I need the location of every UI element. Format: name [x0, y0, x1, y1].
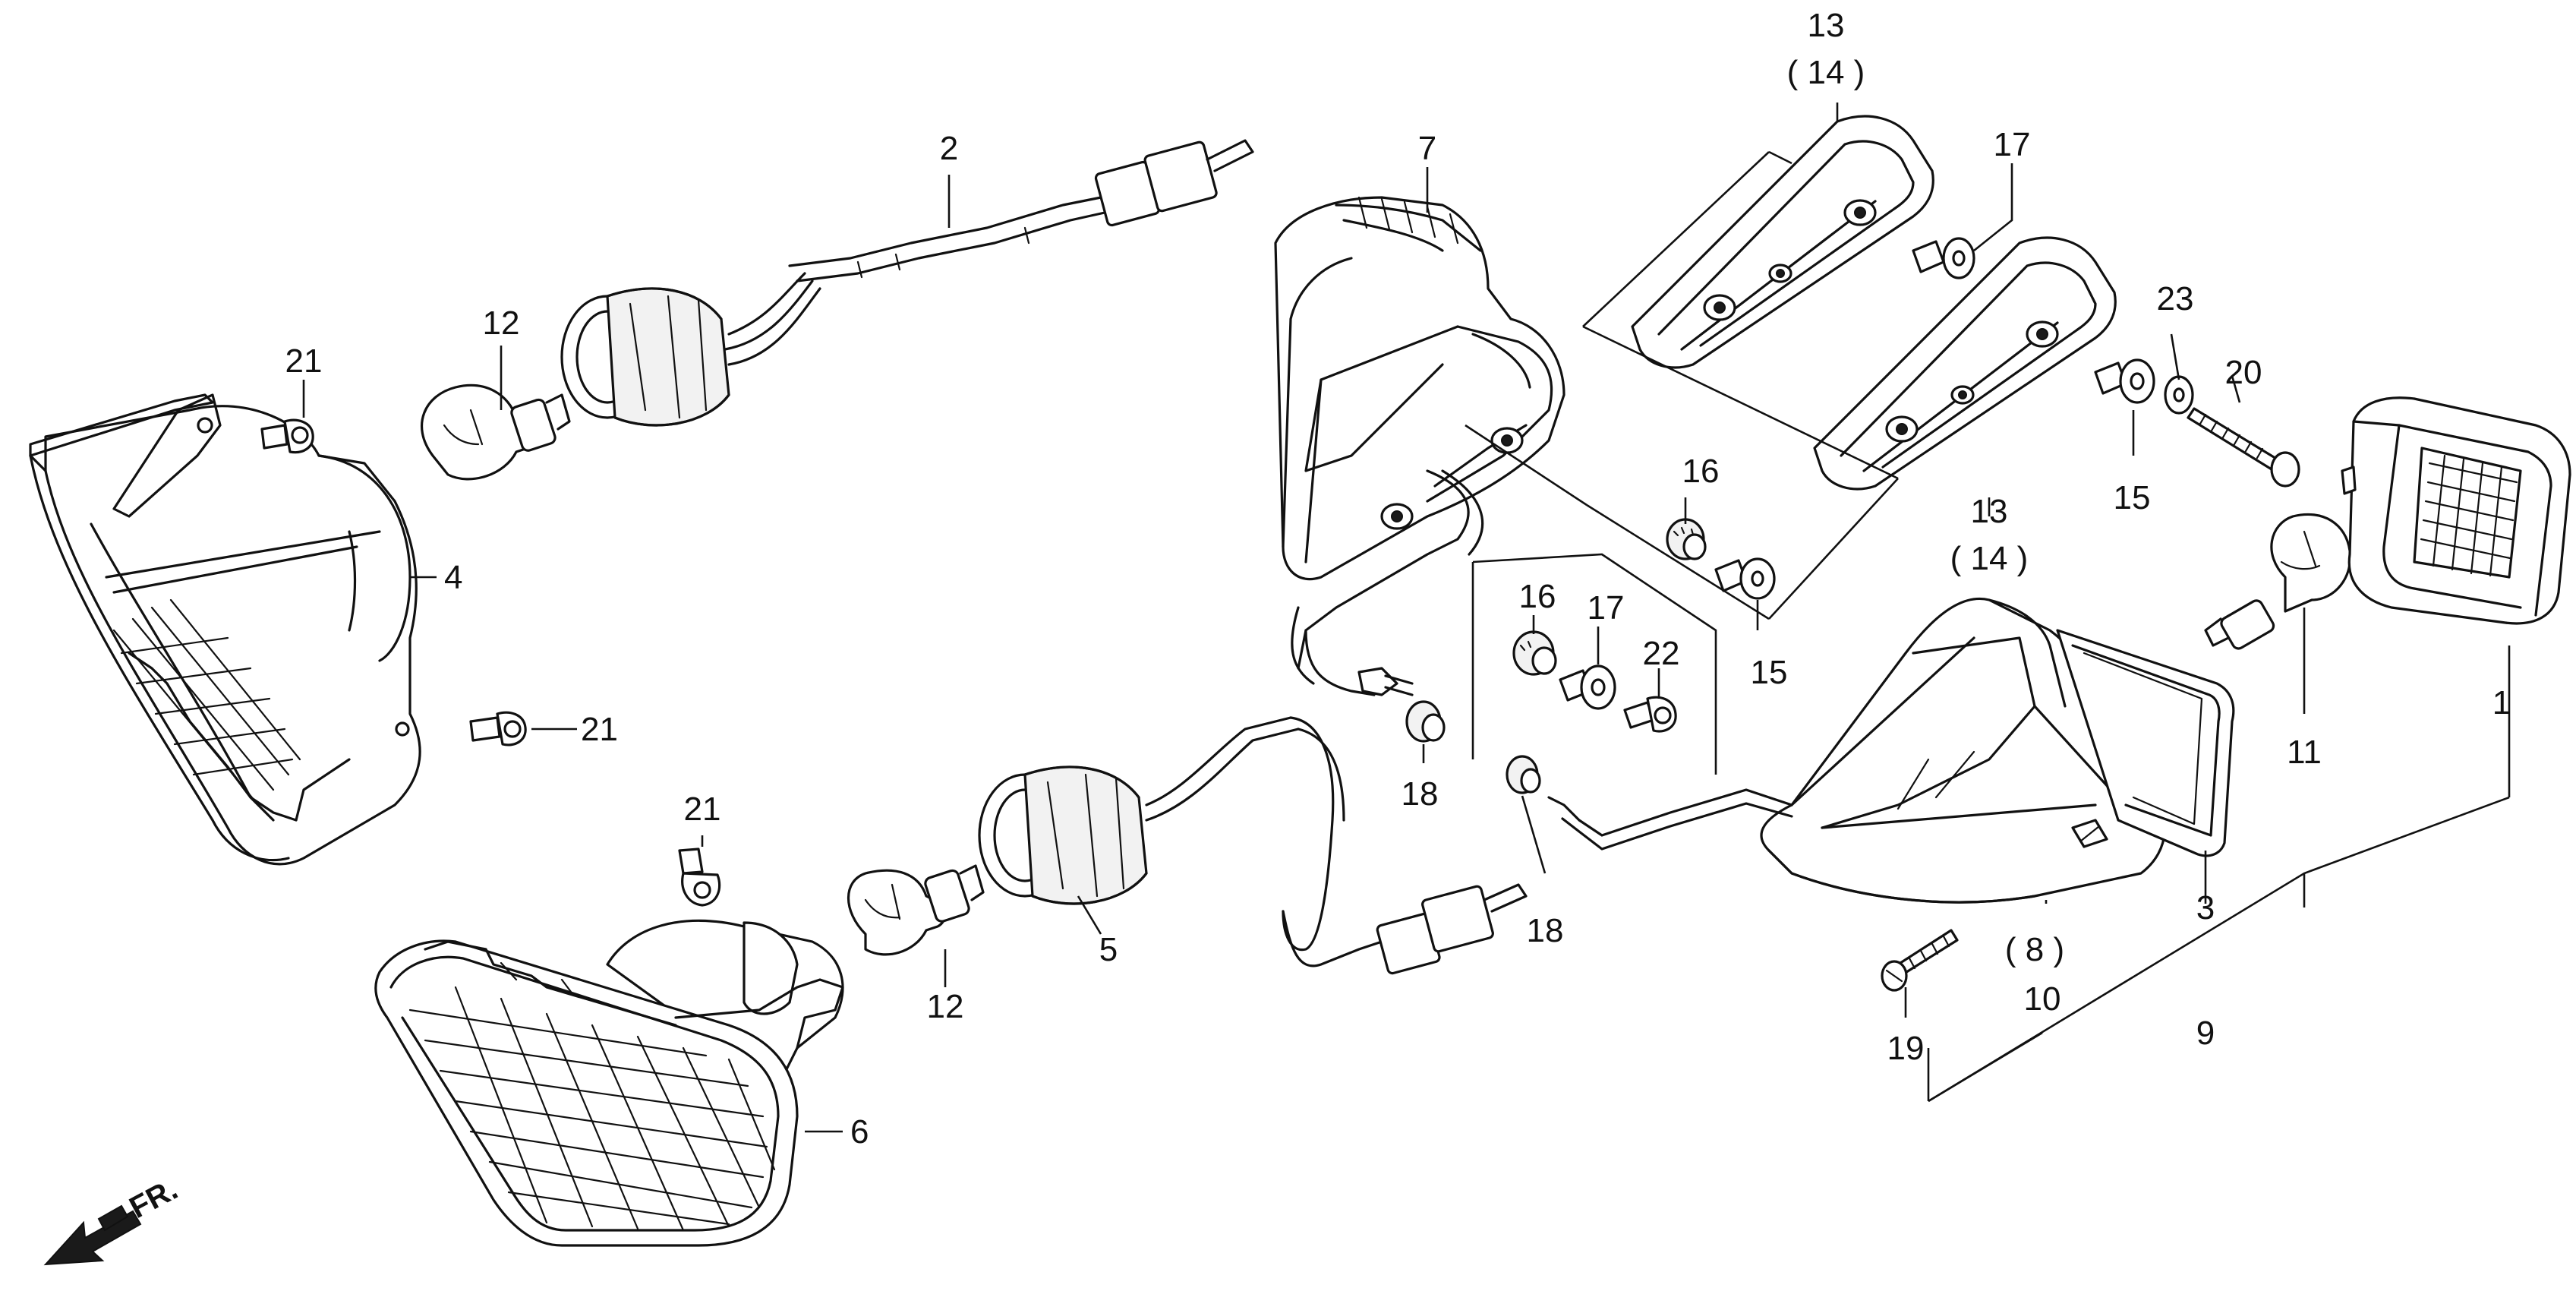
bolt-20 — [2187, 407, 2300, 488]
socket-harness-lower — [978, 716, 1528, 975]
callout-8: ( 8 ) — [2005, 931, 2064, 968]
callout-20: 20 — [2225, 354, 2262, 391]
callout-12-lower: 12 — [927, 988, 964, 1025]
grommet-16-center — [1666, 518, 1707, 560]
bulb-lower — [847, 864, 985, 956]
reflector-13-lower — [1813, 236, 2117, 491]
bulb-tail — [2204, 513, 2352, 650]
group-outline-assembly — [1927, 646, 2511, 1103]
screw-22 — [1623, 696, 1677, 733]
leader-lines — [302, 103, 2306, 1133]
callout-10: 10 — [2024, 980, 2061, 1018]
collar-17-lower — [1559, 664, 1616, 710]
collar-17-upper — [1912, 237, 1975, 279]
screw-21-middle — [469, 711, 527, 747]
reflector-13-upper — [1631, 115, 1934, 369]
callout-2: 2 — [940, 130, 958, 167]
front-winker-housing-left — [29, 393, 421, 866]
callout-22: 22 — [1643, 635, 1680, 672]
callout-6: 6 — [850, 1113, 869, 1151]
callout-9: 9 — [2196, 1015, 2215, 1052]
callout-7: 7 — [1418, 130, 1436, 167]
front-direction-arrow: FR. — [43, 1173, 183, 1266]
front-winker-lens-lower — [374, 919, 844, 1247]
callout-17-upper: 17 — [1994, 126, 2031, 163]
callout-4: 4 — [444, 559, 462, 596]
callout-14-lower: ( 14 ) — [1950, 540, 2029, 577]
grommet-18-left — [1405, 700, 1446, 743]
callout-1: 1 — [2492, 684, 2511, 721]
callout-12-upper: 12 — [483, 305, 520, 342]
callout-18-right: 18 — [1527, 912, 1564, 949]
callout-15-right: 15 — [2114, 479, 2151, 516]
callouts: 2 12 21 4 21 21 6 12 5 7 13 ( 14 ) 17 23… — [285, 7, 2511, 1151]
callout-16-upper: 16 — [1682, 453, 1720, 490]
callout-19: 19 — [1887, 1030, 1925, 1067]
screw-19 — [1881, 929, 1959, 992]
group-outline-hardware — [1471, 553, 1717, 775]
screw-21-lower — [678, 848, 721, 907]
callout-11: 11 — [2287, 734, 2322, 771]
callout-14-upper: ( 14 ) — [1787, 54, 1865, 91]
callout-5: 5 — [1099, 931, 1118, 968]
callout-15-center: 15 — [1751, 654, 1788, 691]
bulb-upper — [420, 384, 571, 481]
callout-3: 3 — [2196, 889, 2215, 926]
socket-harness-upper — [560, 139, 1254, 427]
tail-light-unit — [2341, 396, 2571, 625]
callout-18-left: 18 — [1402, 775, 1439, 813]
callout-13-upper: 13 — [1808, 7, 1845, 44]
collar-15-center — [1714, 557, 1776, 600]
callout-23: 23 — [2157, 280, 2194, 317]
callout-17-lower: 17 — [1588, 589, 1625, 627]
callout-21-lower: 21 — [684, 791, 721, 828]
callout-21-middle: 21 — [581, 711, 618, 748]
screw-21-upper — [260, 418, 314, 454]
rear-winker-housing-center — [1274, 196, 1565, 696]
washer-23 — [2164, 375, 2194, 415]
group-outline-reflectors — [1465, 150, 1899, 620]
grommet-18-right — [1506, 755, 1541, 794]
callout-21-upper: 21 — [285, 342, 323, 380]
callout-16-lower: 16 — [1519, 578, 1556, 615]
collar-15-right — [2094, 358, 2155, 404]
callout-13-lower: 13 — [1971, 493, 2008, 530]
license-light-gasket — [2056, 629, 2235, 857]
grommet-16-lower — [1512, 630, 1557, 676]
